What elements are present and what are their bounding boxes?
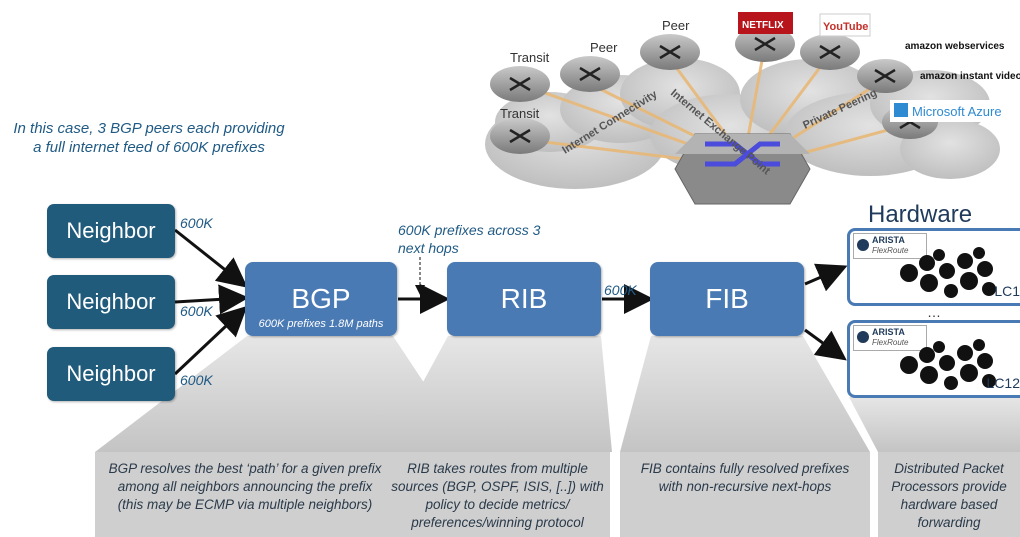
neighbor-count-1: 600K — [180, 215, 213, 231]
arrow-fib-lc12 — [804, 328, 847, 361]
hardware-funnel — [849, 397, 1020, 452]
bgp-box: BGP — [245, 262, 397, 336]
logo-aws: amazon webservices — [905, 41, 1005, 52]
arista-logo: ARISTA FlexRoute — [853, 325, 927, 351]
bgp-to-rib-label: 600K prefixes across 3 next hops — [398, 222, 541, 256]
rib-description-panel: RIB takes routes from multiple sources (… — [385, 452, 610, 537]
linecard-name: LC12 — [986, 375, 1020, 391]
fib-funnel — [620, 336, 870, 452]
fib-description: FIB contains fully resolved prefixes wit… — [640, 461, 850, 494]
router-label-peer-1: Peer — [590, 40, 618, 55]
intro-text: In this case, 3 BGP peers each providing… — [13, 120, 285, 156]
logo-youtube: YouTube — [823, 21, 868, 33]
router-icons — [490, 26, 938, 154]
rib-description: RIB takes routes from multiple sources (… — [391, 461, 604, 530]
arista-icon — [857, 239, 869, 251]
bgp-description-panel: BGP resolves the best ‘path’ for a given… — [95, 452, 395, 537]
neighbor-label: Neighbor — [66, 289, 156, 314]
fib-box: FIB — [650, 262, 804, 336]
bgp-sublabel: 600K prefixes 1.8M paths — [258, 318, 384, 330]
internet-peering-diagram: Transit Peer Peer Transit Internet Conne… — [485, 12, 1020, 205]
router-label-peer-2: Peer — [662, 18, 690, 33]
linecard-name: LC1 — [994, 283, 1020, 299]
linecard-lc1: ARISTA FlexRoute LC1 — [847, 228, 1020, 306]
neighbor-box-1: Neighbor — [47, 204, 175, 258]
fib-description-panel: FIB contains fully resolved prefixes wit… — [620, 452, 870, 537]
neighbor-label: Neighbor — [66, 361, 156, 386]
brand-label: ARISTA — [872, 327, 905, 337]
arista-icon — [857, 331, 869, 343]
logo-amazon-video: amazon instant video — [920, 71, 1020, 82]
hardware-title: Hardware — [868, 201, 973, 228]
arista-logo: ARISTA FlexRoute — [853, 233, 927, 259]
arrow-neighbor2-bgp — [174, 284, 249, 315]
fib-label: FIB — [705, 283, 749, 314]
rib-box: RIB — [447, 262, 601, 336]
arrow-neighbor1-bgp — [174, 228, 248, 288]
arrow-fib-lc1 — [804, 263, 848, 292]
router-label-transit-1: Transit — [510, 50, 550, 65]
brand-label: ARISTA — [872, 235, 905, 245]
linecard-ellipsis: … — [927, 304, 941, 320]
gears-icon — [900, 247, 996, 298]
neighbor-count-2: 600K — [180, 303, 213, 319]
bgp-description: BGP resolves the best ‘path’ for a given… — [108, 461, 382, 512]
neighbor-label: Neighbor — [66, 218, 156, 243]
hardware-description-panel: Distributed Packet Processors provide ha… — [878, 452, 1020, 537]
logo-microsoft-azure: Microsoft Azure — [912, 104, 1002, 119]
gears-icon — [900, 339, 996, 390]
rib-funnel — [385, 336, 612, 452]
netflix-logo — [738, 12, 793, 34]
linecard-lc12: ARISTA FlexRoute LC12 — [847, 320, 1020, 398]
rib-to-fib-label: 600K — [604, 282, 637, 298]
product-label: FlexRoute — [872, 338, 909, 347]
rib-label: RIB — [500, 283, 548, 314]
neighbor-box-3: Neighbor — [47, 347, 175, 401]
neighbor-count-3: 600K — [180, 372, 213, 388]
product-label: FlexRoute — [872, 246, 909, 255]
hardware-description: Distributed Packet Processors provide ha… — [891, 461, 1007, 530]
router-label-transit-2: Transit — [500, 106, 540, 121]
bgp-funnel — [95, 336, 470, 452]
neighbor-box-2: Neighbor — [47, 275, 175, 329]
logo-netflix: NETFLIX — [742, 20, 784, 31]
arrow-neighbor3-bgp — [173, 305, 248, 376]
bgp-label: BGP — [291, 283, 351, 314]
